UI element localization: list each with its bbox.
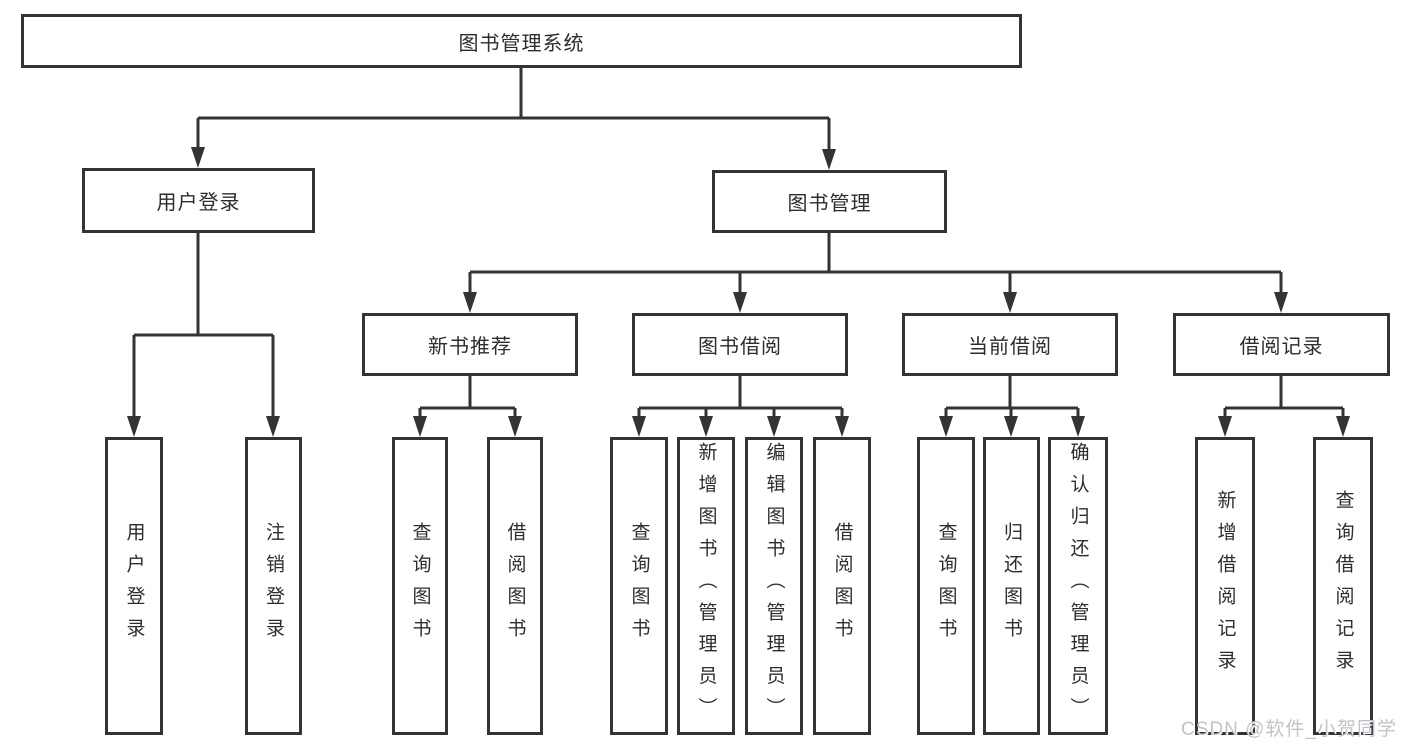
node-borrow-record-label: 借阅记录 xyxy=(1239,336,1324,358)
leaf-query-borrow-record-label: 查询借阅记录 xyxy=(1332,490,1354,682)
arrowheads xyxy=(127,147,1350,437)
node-user-login: 用户登录 xyxy=(82,168,315,233)
leaf-query-book-borrow-label: 查询图书 xyxy=(628,522,650,650)
leaf-query-book-current: 查询图书 xyxy=(917,437,975,735)
leaf-logout-label: 注销登录 xyxy=(263,522,284,650)
node-book-borrow: 图书借阅 xyxy=(632,313,848,376)
node-current-borrow-label: 当前借阅 xyxy=(968,336,1052,358)
leaf-user-login-label: 用户登录 xyxy=(123,522,145,650)
leaf-borrow-book-recommend-label: 借阅图书 xyxy=(504,522,526,650)
leaf-query-book-current-label: 查询图书 xyxy=(935,522,957,650)
node-new-book-recommend-label: 新书推荐 xyxy=(428,336,512,358)
leaf-user-login: 用户登录 xyxy=(105,437,163,735)
leaf-add-borrow-record-label: 新增借阅记录 xyxy=(1214,490,1236,682)
node-book-borrow-label: 图书借阅 xyxy=(698,336,782,358)
leaf-edit-book-label: 编辑图书（管理员） xyxy=(763,442,785,730)
leaf-borrow-book-label: 借阅图书 xyxy=(831,522,853,650)
node-borrow-record: 借阅记录 xyxy=(1173,313,1390,376)
leaf-confirm-return-label: 确认归还（管理员） xyxy=(1067,442,1089,730)
watermark: CSDN @软件_小贺同学 xyxy=(1181,719,1397,740)
leaf-query-borrow-record: 查询借阅记录 xyxy=(1313,437,1373,735)
node-new-book-recommend: 新书推荐 xyxy=(362,313,578,376)
leaf-edit-book: 编辑图书（管理员） xyxy=(745,437,803,735)
node-root-label: 图书管理系统 xyxy=(458,32,585,55)
node-root: 图书管理系统 xyxy=(21,14,1022,68)
leaf-confirm-return: 确认归还（管理员） xyxy=(1048,437,1108,735)
leaf-logout: 注销登录 xyxy=(245,437,302,735)
leaf-return-book-label: 归还图书 xyxy=(1001,522,1022,650)
leaf-borrow-book: 借阅图书 xyxy=(813,437,871,735)
node-current-borrow: 当前借阅 xyxy=(902,313,1118,376)
leaf-add-borrow-record: 新增借阅记录 xyxy=(1195,437,1255,735)
leaf-return-book: 归还图书 xyxy=(983,437,1040,735)
leaf-query-book-borrow: 查询图书 xyxy=(610,437,668,735)
node-user-login-label: 用户登录 xyxy=(156,192,241,214)
node-book-management-label: 图书管理 xyxy=(787,193,872,215)
leaf-borrow-book-recommend: 借阅图书 xyxy=(487,437,543,735)
leaf-add-book-label: 新增图书（管理员） xyxy=(695,442,717,730)
node-book-management: 图书管理 xyxy=(712,170,947,233)
leaf-query-book-recommend-label: 查询图书 xyxy=(409,522,431,650)
leaf-query-book-recommend: 查询图书 xyxy=(392,437,448,735)
leaf-add-book: 新增图书（管理员） xyxy=(677,437,735,735)
